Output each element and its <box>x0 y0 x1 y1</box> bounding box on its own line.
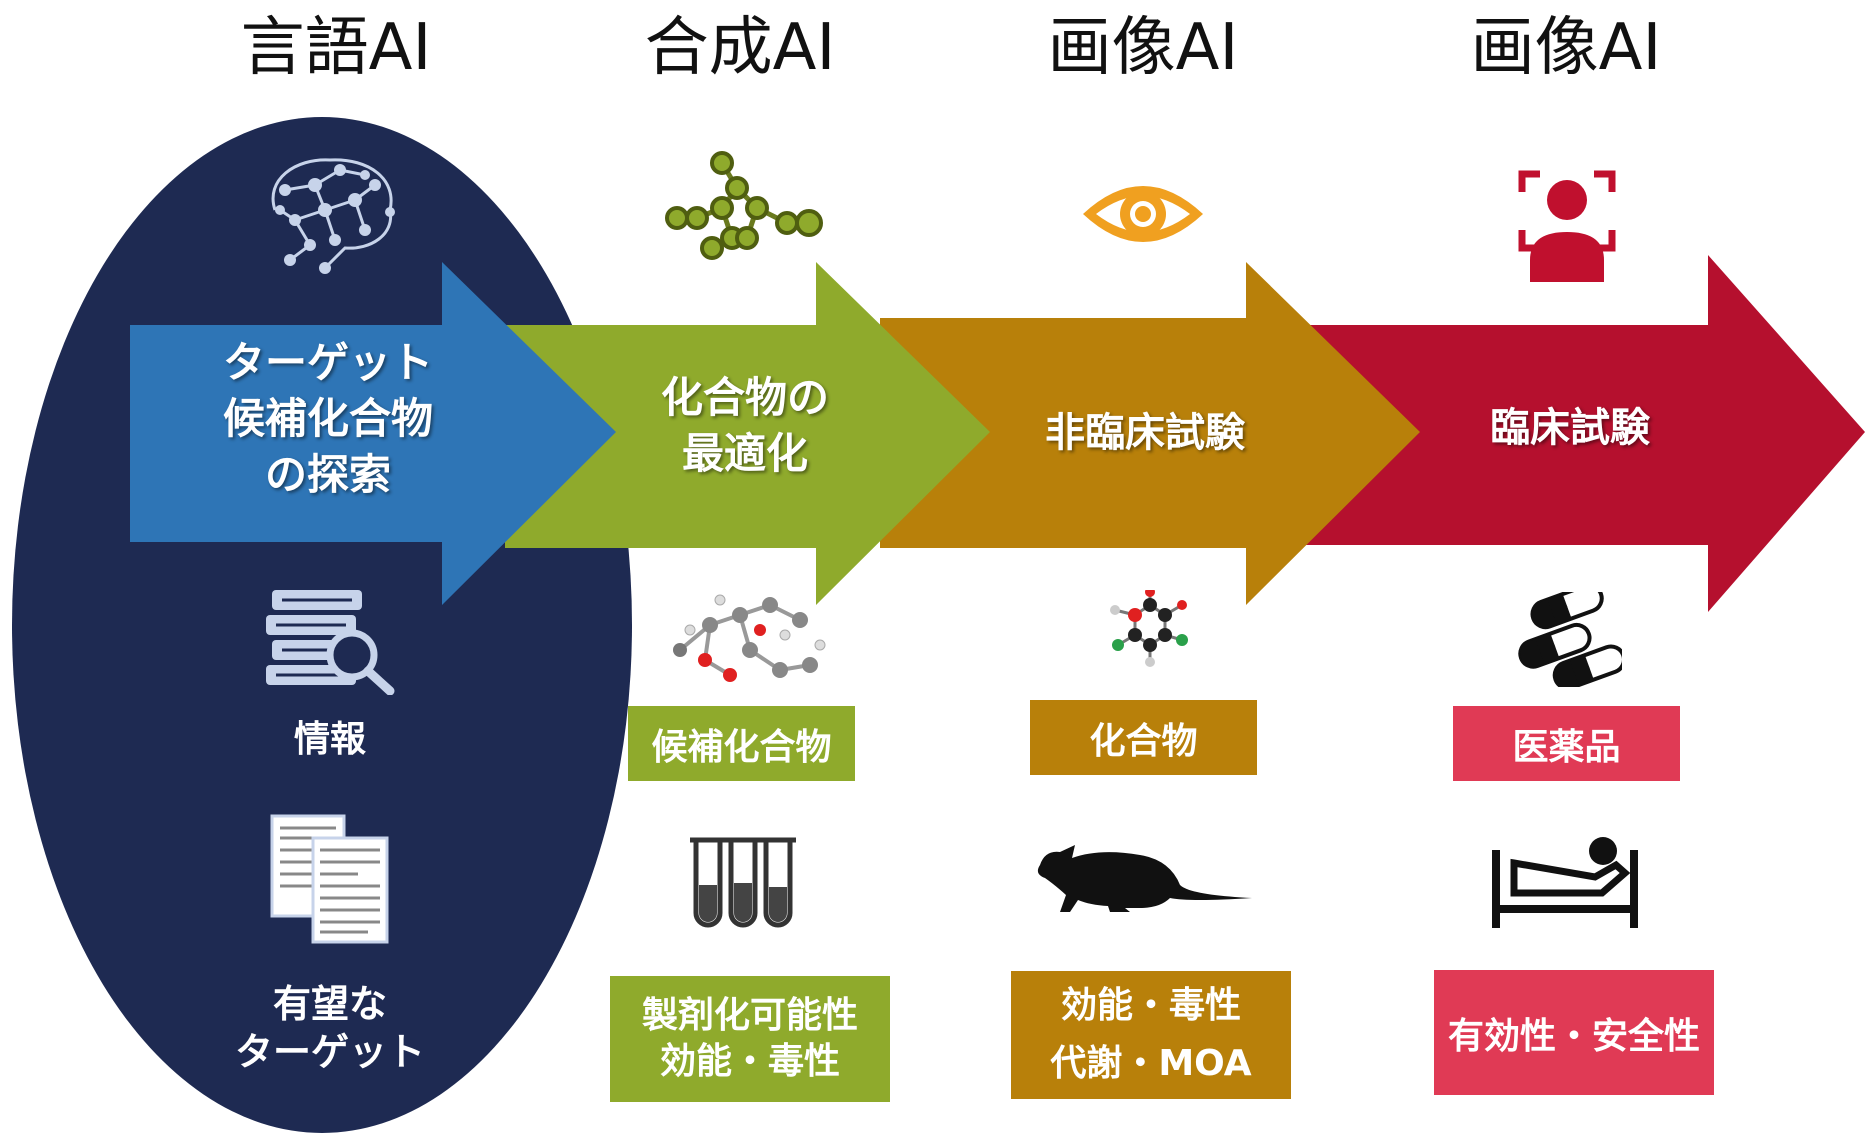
arrow-clinical <box>1300 255 1865 612</box>
arrow-label-clinical: 臨床試験 <box>1490 405 1650 451</box>
molecule-ball-icon <box>1110 590 1188 667</box>
test-tubes-icon <box>690 837 796 928</box>
arrow-label-target-search: ターゲット 候補化合物 の探索 <box>222 338 433 499</box>
molecule-3d-icon <box>673 594 826 682</box>
header-image-ai-1: 画像AI <box>1047 11 1239 85</box>
arrow-label-nonclinical: 非臨床試験 <box>1045 410 1245 456</box>
rat-icon <box>1037 845 1252 912</box>
efficacy-safety-box: 有効性・安全性 <box>1434 970 1714 1095</box>
documents-icon <box>270 814 389 944</box>
formulation-efficacy-box: 製剤化可能性 効能・毒性 <box>610 976 890 1102</box>
drug-box: 医薬品 <box>1453 706 1680 781</box>
ai-brain-icon <box>271 158 395 274</box>
database-search-icon <box>266 590 395 695</box>
candidate-compound-box: 候補化合物 <box>628 706 855 781</box>
compound-box: 化合物 <box>1030 700 1257 775</box>
arrow-optimization <box>505 262 990 605</box>
face-scan-icon <box>1518 170 1616 282</box>
efficacy-metabolism-box: 効能・毒性 代謝・MOA <box>1011 971 1291 1099</box>
eye-icon <box>1083 186 1203 242</box>
arrow-nonclinical <box>880 262 1420 605</box>
arrow-target-search <box>130 262 616 605</box>
patient-bed-icon <box>1492 837 1638 928</box>
info-label: 情報 <box>293 719 366 760</box>
header-image-ai-2: 画像AI <box>1470 11 1662 85</box>
promising-target-label: 有望な ターゲット <box>234 982 425 1074</box>
header-synthesis-ai: 合成AI <box>644 11 836 85</box>
arrow-label-optimization: 化合物の 最適化 <box>660 373 829 478</box>
pills-icon <box>1518 592 1622 687</box>
molecule-network-icon <box>665 151 823 260</box>
header-language-ai: 言語AI <box>240 11 432 85</box>
